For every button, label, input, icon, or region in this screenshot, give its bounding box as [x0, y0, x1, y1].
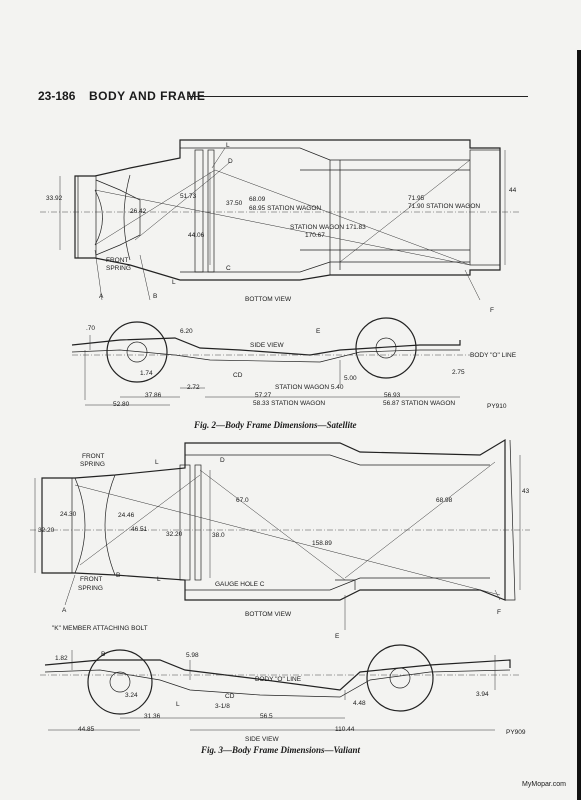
fig2-label-cd: CD [233, 372, 243, 379]
fig2-dim-51-73: 51.73 [180, 193, 197, 200]
fig3-dim-394: 3.94 [476, 691, 489, 698]
fig2-front-spring-2: SPRING [106, 265, 131, 272]
section-title: BODY AND FRAME [89, 89, 206, 103]
fig3-dim-380: 38.0 [212, 532, 225, 539]
fig2-dim-68-09: 68.09 [249, 196, 266, 203]
fig2-label-f: F [490, 307, 494, 314]
fig3-front-top-1: FRONT [82, 453, 104, 460]
fig3-label-f: F [497, 609, 501, 616]
fig3-front-bot-2: SPRING [78, 585, 103, 592]
binding-edge [577, 50, 581, 800]
fig3-dim-4651: 46.51 [131, 526, 148, 533]
fig2-dim-44-06: 44.06 [188, 232, 205, 239]
fig3-dim-3136: 31.36 [144, 713, 161, 720]
fig2-dim-26-42: 26.42 [130, 208, 147, 215]
fig2-dim-174: 1.74 [140, 370, 153, 377]
fig2-dim-sw540: STATION WAGON 5.40 [275, 384, 344, 391]
fig3-dim-448: 4.48 [353, 700, 366, 707]
fig3-dim-6898: 68.98 [436, 497, 453, 504]
fig3-k-member: "K" MEMBER ATTACHING BOLT [52, 625, 148, 632]
fig3-dim-598: 5.98 [186, 652, 199, 659]
fig2-dim-5693: 56.93 [384, 392, 401, 399]
fig3-side-labels: 1.82 B 5.98 BODY "O" LINE 3.24 CD 3-1/8 … [55, 651, 526, 743]
fig2-dim-620: 6.20 [180, 328, 193, 335]
fig2-dim-5280: 52.80 [113, 401, 130, 408]
fig3-code: PY909 [506, 729, 526, 736]
fig3-dim-670: 67.0 [236, 497, 249, 504]
page-number: 23-186 [38, 89, 76, 103]
fig2-dim-44: 44 [509, 187, 517, 194]
fig2-side-view-title: SIDE VIEW [250, 342, 284, 349]
fig2-label-e: E [316, 328, 321, 335]
fig2-bottom-view [40, 139, 520, 301]
fig3-label-b2: B [116, 572, 120, 579]
fig3-label-l3: L [176, 701, 180, 708]
fig3-body-o-line: BODY "O" LINE [255, 676, 302, 683]
fig2-bottom-view-title: BOTTOM VIEW [245, 296, 292, 303]
fig2-label-b: B [153, 293, 157, 300]
fig3-dim-4485: 44.85 [78, 726, 95, 733]
fig2-dim-33-92: 33.92 [46, 195, 63, 202]
fig3-front-bot-1: FRONT [80, 576, 102, 583]
fig2-dim-171-83-sw: STATION WAGON 171.83 [290, 224, 366, 231]
fig3-label-cd: CD [225, 693, 235, 700]
fig2-label-d: D [228, 158, 233, 165]
fig2-dim-71-90-sw: 71.90 STATION WAGON [408, 203, 480, 210]
fig3-front-top-2: SPRING [80, 461, 105, 468]
fig2-dim-5833-sw: 58.33 STATION WAGON [253, 400, 325, 407]
fig3-side-view [40, 644, 520, 731]
fig2-dim-3786: 37.86 [145, 392, 162, 399]
fig2-dim-5727: 57.27 [255, 392, 272, 399]
fig2-dim-5687-sw: 56.87 STATION WAGON [383, 400, 455, 407]
fig3-side-b: B [101, 651, 105, 658]
fig2-dim-070: .70 [86, 325, 95, 332]
fig3-label-l1: L [155, 459, 159, 466]
fig2-body-o-line: BODY "O" LINE [470, 352, 517, 359]
fig3-dim-11044: 110.44 [335, 726, 355, 733]
fig3-dim-565: 56.5 [260, 713, 273, 720]
fig3-label-d: D [220, 457, 225, 464]
fig2-dim-272: 2.72 [187, 384, 200, 391]
fig3-dim-3220b: 32.20 [166, 531, 183, 538]
fig2-dim-37-50: 37.50 [226, 200, 243, 207]
fig3-bottom-labels: FRONT SPRING L D 24.30 32.20 24.46 46.51… [38, 453, 530, 640]
fig3-bottom-view [30, 438, 530, 630]
fig2-side-view [71, 317, 470, 406]
fig3-caption: Fig. 3—Body Frame Dimensions—Valiant [201, 745, 361, 755]
fig3-bottom-view-title: BOTTOM VIEW [245, 611, 292, 618]
fig2-dim-500: 5.00 [344, 375, 357, 382]
fig2-side-labels: .70 6.20 SIDE VIEW 1.74 2.72 CD 5.00 BOD… [86, 325, 517, 410]
fig2-label-c: C [226, 265, 231, 272]
site-credit: MyMopar.com [522, 781, 566, 788]
fig3-dim-2446: 24.46 [118, 512, 135, 519]
fig2-dim-170-67: 170.67 [305, 232, 325, 239]
fig2-code: PY910 [487, 403, 507, 410]
fig2-caption: Fig. 2—Body Frame Dimensions—Satellite [194, 420, 357, 430]
fig3-side-view-title: SIDE VIEW [245, 736, 279, 743]
fig2-front-spring-1: FRONT [106, 257, 128, 264]
fig3-dim-3220a: 32.20 [38, 527, 55, 534]
fig3-dim-2430: 24.30 [60, 511, 77, 518]
fig3-gauge-hole: GAUGE HOLE C [215, 581, 265, 588]
fig2-dim-71-95: 71.95 [408, 195, 425, 202]
fig3-dim-43: 43 [522, 488, 530, 495]
header-rule [188, 96, 528, 97]
fig2-label-l2: L [172, 279, 176, 286]
fig3-dim-15889: 158.89 [312, 540, 332, 547]
fig2-label-l1: L [226, 142, 230, 149]
fig2-dim-275: 2.75 [452, 369, 465, 376]
fig3-label-l2: L [157, 576, 161, 583]
fig3-label-e: E [335, 633, 340, 640]
fig3-dim-182: 1.82 [55, 655, 68, 662]
fig3-label-a: A [62, 607, 67, 614]
fig2-bottom-labels: 33.92 26.42 51.73 37.50 44.06 68.09 68.9… [46, 142, 517, 335]
fig2-dim-68-95-sw: 68.95 STATION WAGON [249, 205, 321, 212]
fig3-dim-124: 3.24 [125, 692, 138, 699]
fig3-dim-318: 3-1/8 [215, 703, 230, 710]
fig2-label-a: A [99, 293, 104, 300]
